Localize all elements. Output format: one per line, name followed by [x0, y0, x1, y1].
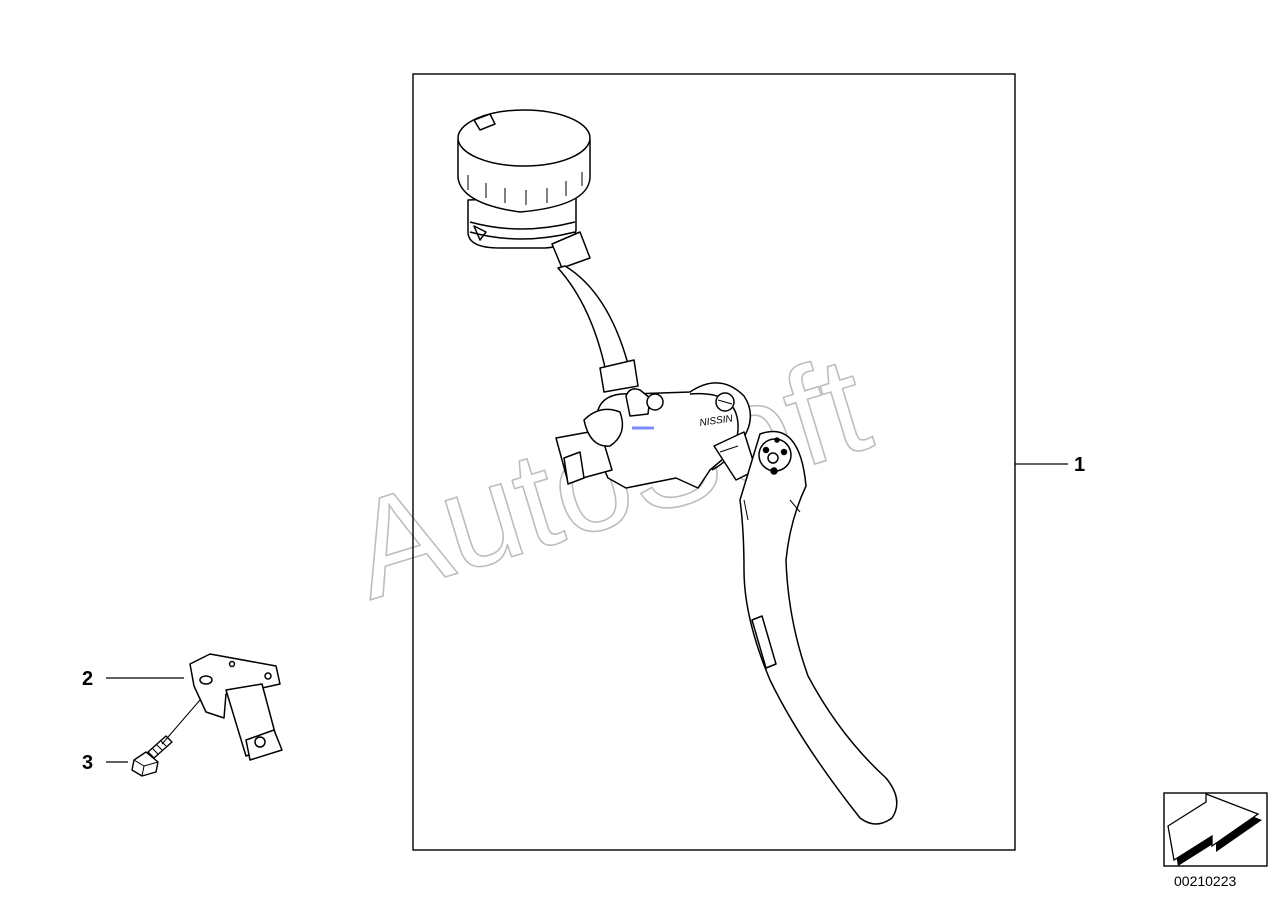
direction-arrow-icon: [1163, 792, 1268, 867]
fluid-reservoir: [457, 109, 591, 249]
brand-engraving: NISSIN: [699, 413, 734, 429]
master-cylinder-assembly: NISSIN: [457, 109, 898, 825]
callout-1: 1: [1015, 454, 1085, 476]
diagram-number: 00210223: [1174, 873, 1237, 889]
callout-3: 3: [82, 752, 128, 774]
callout-number-1: 1: [1074, 454, 1085, 476]
installation-leader: [161, 699, 201, 745]
clutch-lever: [739, 430, 898, 825]
bracket: [189, 653, 283, 761]
callout-number-3: 3: [82, 752, 93, 774]
cylinder-body: NISSIN: [555, 382, 757, 489]
reservoir-hose: [551, 231, 639, 393]
callout-number-2: 2: [82, 668, 93, 690]
screw: [131, 735, 173, 777]
assembly-frame: [412, 73, 1016, 851]
callout-2: 2: [82, 668, 184, 690]
